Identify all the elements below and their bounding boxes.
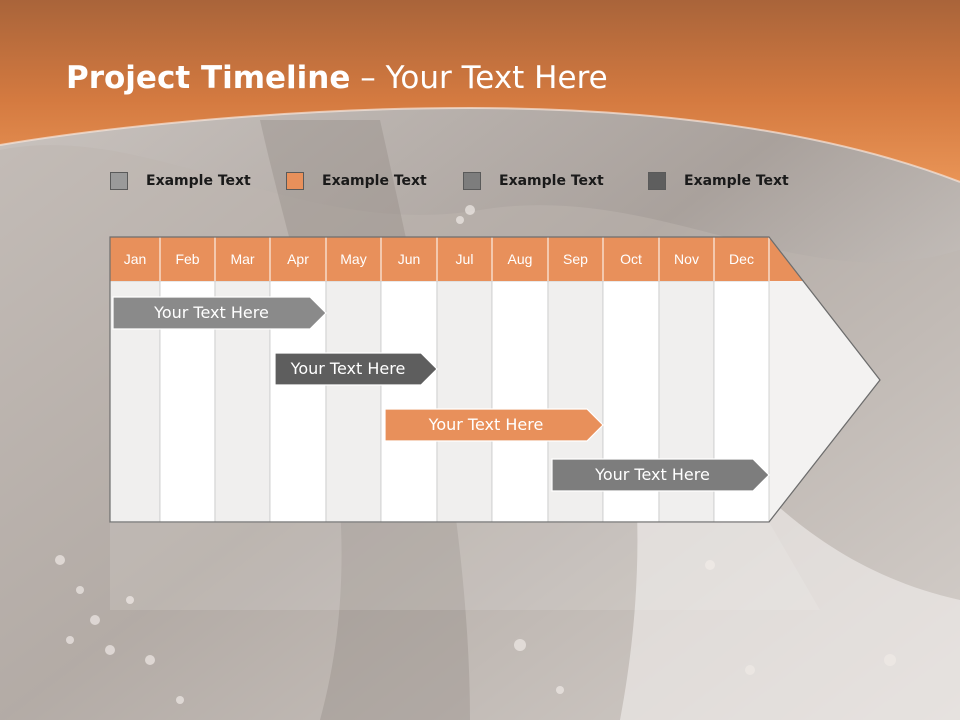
legend-swatch (110, 172, 128, 190)
month-label: Oct (620, 251, 642, 267)
legend-swatch (286, 172, 304, 190)
task-bar (274, 352, 438, 386)
legend-label: Example Text (499, 173, 604, 189)
task-bar (551, 458, 770, 492)
title-bold: Project Timeline (66, 60, 351, 96)
legend-swatch (648, 172, 666, 190)
legend-item-1: Example Text (110, 170, 251, 192)
legend-label: Example Text (146, 173, 251, 189)
legend-swatch (463, 172, 481, 190)
task-bar-label: Your Text Here (154, 303, 269, 322)
title-rest: – Your Text Here (350, 60, 608, 96)
legend-item-2: Example Text (286, 170, 427, 192)
task-bar (384, 408, 604, 442)
month-label: Mar (230, 251, 255, 267)
timeline-reflection (110, 522, 820, 610)
page-title: Project Timeline – Your Text Here (66, 60, 608, 96)
timeline-arrow-outline (109, 236, 881, 523)
month-label: Sep (563, 251, 588, 267)
legend-label: Example Text (684, 173, 789, 189)
legend-item-4: Example Text (648, 170, 789, 192)
month-label: Dec (729, 251, 754, 267)
month-label: Jan (123, 251, 147, 267)
task-bar (112, 296, 327, 330)
legend-label: Example Text (322, 173, 427, 189)
month-label: May (340, 251, 367, 267)
task-bar-label: Your Text Here (428, 415, 544, 434)
month-label: Feb (175, 251, 200, 267)
month-column (491, 280, 549, 523)
month-header-band (110, 237, 804, 281)
legend-item-3: Example Text (463, 170, 604, 192)
month-column (436, 280, 493, 523)
task-bar-label: Your Text Here (290, 359, 406, 378)
month-column (325, 280, 382, 523)
month-label: Aug (507, 251, 533, 267)
month-label: Apr (287, 251, 309, 267)
month-column (380, 280, 438, 523)
task-bar-label: Your Text Here (595, 465, 710, 484)
month-label: Nov (674, 251, 699, 267)
month-label: Jun (397, 251, 421, 267)
month-label: Jul (455, 251, 474, 267)
